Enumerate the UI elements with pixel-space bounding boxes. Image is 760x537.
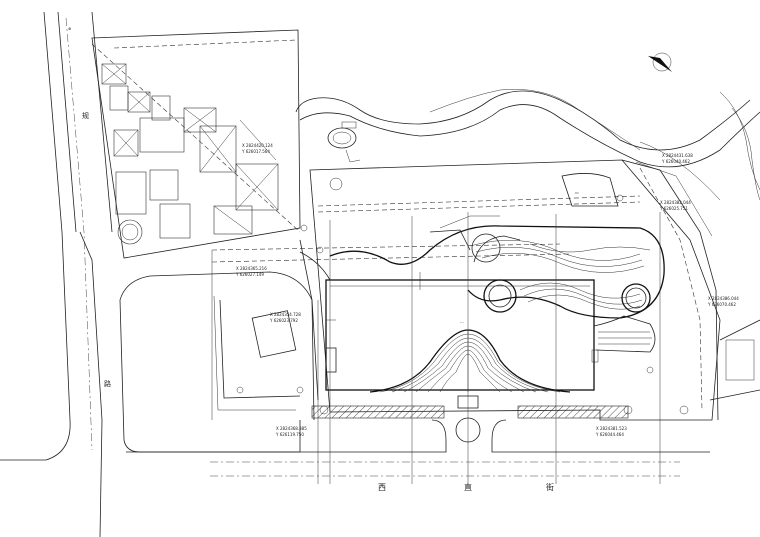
existing-buildings bbox=[101, 63, 279, 245]
landscape-terraces bbox=[329, 215, 665, 363]
existing-compound: X 2824420.124 Y 626017.564 ⊕ bbox=[68, 26, 301, 259]
main-building: ··· bbox=[325, 279, 595, 393]
street-label-3: 街 bbox=[546, 482, 554, 492]
svg-text:▭: ▭ bbox=[575, 190, 579, 195]
street-label-2: 直 bbox=[464, 482, 472, 492]
coord-label-6a: X 2824382.044 bbox=[660, 200, 691, 205]
coord-label-1a: X 2824420.124 bbox=[242, 143, 273, 148]
coord-label-8b: Y 626040.462 bbox=[661, 159, 690, 164]
coord-label-7b: Y 626070.462 bbox=[707, 302, 736, 307]
coord-label-6b: Y 626025.751 bbox=[659, 206, 688, 211]
trees bbox=[236, 194, 654, 394]
street-label-1: 西 bbox=[378, 483, 386, 492]
coord-label-3a: X 2824354.728 bbox=[270, 312, 301, 317]
west-road bbox=[0, 11, 113, 537]
dimension-grid bbox=[210, 212, 680, 484]
parking-bays bbox=[126, 395, 710, 453]
coord-label-7a: X 2824386.044 bbox=[708, 296, 739, 301]
stream bbox=[295, 89, 760, 201]
coord-label-2a: X 2824365.216 bbox=[236, 266, 267, 271]
coord-label-4b: Y 626119.750 bbox=[275, 432, 304, 437]
coord-label-4a: X 2824368.385 bbox=[276, 426, 307, 431]
west-road-label-2: 路 bbox=[104, 379, 111, 388]
svg-text:···: ··· bbox=[460, 320, 464, 325]
coord-label-3b: Y 626023.792 bbox=[269, 318, 298, 323]
coord-label-5a: X 2824381.523 bbox=[596, 426, 627, 431]
east-adjacent-plot bbox=[319, 319, 760, 415]
svg-text:⊕: ⊕ bbox=[68, 26, 71, 31]
west-road-label-1: 规 bbox=[82, 111, 89, 120]
coord-label-8a: X 2824431.638 bbox=[662, 153, 693, 158]
garden-pavilion bbox=[327, 121, 361, 191]
coord-label-1b: Y 626017.564 bbox=[241, 149, 270, 154]
north-arrow-icon bbox=[648, 52, 672, 72]
coord-label-2b: Y 626027.149 bbox=[235, 272, 264, 277]
coord-label-5b: Y 626044.464 bbox=[595, 432, 624, 437]
